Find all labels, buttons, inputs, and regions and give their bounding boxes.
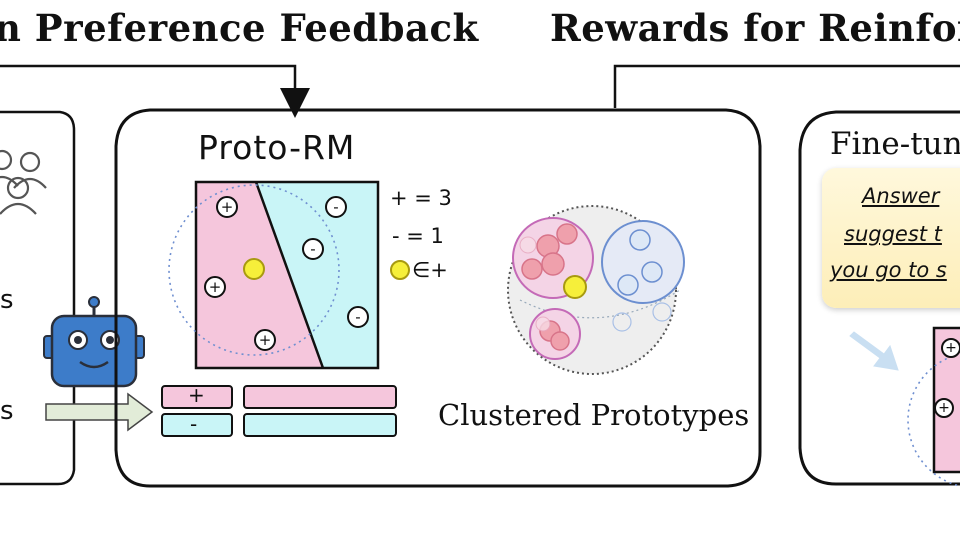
diagonal-arrow xyxy=(849,331,899,371)
bar-plus-label: + xyxy=(188,383,205,407)
speech-bubble: Answer suggest t you go to s xyxy=(822,168,960,308)
clustered-prototypes-label: Clustered Prototypes xyxy=(438,398,750,432)
negative-sample-marker: - xyxy=(302,238,324,260)
input-arrow xyxy=(45,392,154,432)
legend-minus-count: - = 1 xyxy=(392,224,444,248)
left-panel-border xyxy=(0,110,76,486)
legend-plus-count: + = 3 xyxy=(390,186,452,210)
left-letter-2: s xyxy=(0,396,14,426)
clustered-prototypes xyxy=(507,205,685,375)
bar-positive-short xyxy=(161,385,233,409)
left-section-title: n Preference Feedback xyxy=(0,6,479,50)
fine-tune-label: Fine-tun xyxy=(830,126,960,162)
query-point xyxy=(243,258,265,280)
positive-sample-marker: + xyxy=(216,196,238,218)
robot-icon xyxy=(43,296,145,388)
speech-line-3: you go to s xyxy=(830,258,947,282)
connector-line-right xyxy=(613,64,960,108)
positive-sample-marker: + xyxy=(204,276,226,298)
right-positive-marker: + xyxy=(941,338,960,358)
cluster-query-point xyxy=(563,275,587,299)
negative-sample-marker: - xyxy=(325,196,347,218)
right-panel-border xyxy=(798,110,960,486)
right-section-title: Rewards for Reinforc xyxy=(550,6,960,50)
users-icon xyxy=(0,149,47,215)
bar-positive-long xyxy=(243,385,397,409)
prototype-radius xyxy=(168,184,340,356)
negative-sample-marker: - xyxy=(347,306,369,328)
left-letter-1: s xyxy=(0,285,14,315)
proto-rm-title: Proto-RM xyxy=(198,128,356,167)
bar-negative-long xyxy=(243,413,397,437)
yellow-legend-dot xyxy=(390,260,410,280)
legend-yellow-label: ∈+ xyxy=(412,258,448,282)
bar-minus-label: - xyxy=(190,412,198,436)
speech-line-2: suggest t xyxy=(844,222,942,246)
positive-sample-marker: + xyxy=(254,329,276,351)
decision-boundary xyxy=(254,181,325,369)
connector-arrow-left xyxy=(0,64,310,118)
right-positive-marker: + xyxy=(934,398,954,418)
speech-line-1: Answer xyxy=(862,184,940,208)
proto-rm-panel-border xyxy=(114,108,762,488)
bar-negative-short xyxy=(161,413,233,437)
